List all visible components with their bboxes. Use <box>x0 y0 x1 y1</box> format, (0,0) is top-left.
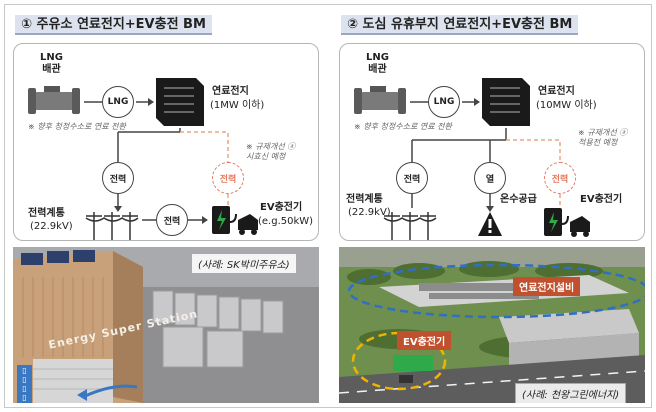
grid-spec: (22.9kV) <box>348 207 391 218</box>
fuelcell-name: 연료전지 <box>538 86 575 97</box>
left-panel-title: ① 주유소 연료전지+EV충전 BM <box>15 15 212 35</box>
fuelcell-icon <box>156 78 204 126</box>
regulation-note: ※ 규제개선 ⓐ 적용전 예정 <box>578 128 628 147</box>
power-circle-2: 전력 <box>212 162 244 194</box>
lng-pipe-icon <box>28 86 80 114</box>
left-panel: ① 주유소 연료전지+EV충전 BM <box>9 11 327 403</box>
lng-pipe-icon <box>354 86 406 114</box>
lng-pipe-label: LNG 배관 <box>40 52 63 75</box>
lng-pipe-label: LNG 배관 <box>366 52 389 75</box>
ev-charger-spec: (e.g.50kW) <box>258 216 314 227</box>
right-photo: 연료전지설비 EV충전기 (사례: 천왕그린에너지) <box>339 247 645 403</box>
hot-water-warning-icon <box>478 212 502 236</box>
ev-charger-tag: EV충전기 <box>397 331 452 350</box>
left-photo-caption: (사례: SK박미주유소) <box>191 253 297 274</box>
left-diagram-box: LNG 배관 LNG 연료전지 (1MW 이하) ※ 향후 청정수소로 연료 전… <box>13 43 319 241</box>
regulation-note: ※ 규제개선 ⓐ 시효신 예정 <box>246 142 296 161</box>
fuelcell-facility-tag: 연료전지설비 <box>513 277 581 296</box>
ev-charger-icon <box>212 206 258 235</box>
hydrogen-note: ※ 향후 청정수소로 연료 전환 <box>28 122 126 131</box>
fuelcell-icon <box>482 78 530 126</box>
right-diagram-lines <box>354 78 590 240</box>
hot-water-supply: 온수공급 <box>500 194 537 205</box>
right-photo-caption: (사례: 천왕그린에너지) <box>515 383 627 403</box>
right-diagram-box: LNG 배관 LNG 연료전지 (10MW 이하) ※ 향후 청정수소로 연료 … <box>339 43 645 241</box>
left-photo: Energy Super Station ▯▯▯▯▯ (사례: SK박미주유소) <box>13 247 319 403</box>
power-circle-2: 전력 <box>544 162 576 194</box>
heat-circle: 열 <box>474 162 506 194</box>
figure-frame: ① 주유소 연료전지+EV충전 BM <box>4 4 652 408</box>
right-panel-title: ② 도심 유휴부지 연료전지+EV충전 BM <box>341 15 579 35</box>
lng-circle: LNG <box>102 86 134 118</box>
ev-charger-icon <box>544 208 590 237</box>
urban-site-illustration <box>339 247 645 403</box>
hydrogen-note: ※ 향후 청정수소로 연료 전환 <box>354 122 452 131</box>
grid-name: 전력계통 <box>346 194 383 205</box>
power-circle-1: 전력 <box>396 162 428 194</box>
fuelcell-spec: (10MW 이하) <box>536 100 597 111</box>
power-grid-icon <box>85 212 139 240</box>
power-circle-3: 전력 <box>156 204 188 236</box>
grid-name: 전력계통 <box>28 208 65 219</box>
fuelcell-name: 연료전지 <box>212 86 249 97</box>
ev-charger-name: EV충전기 <box>260 202 303 213</box>
fuelcell-spec: (1MW 이하) <box>210 100 265 111</box>
left-diagram-lines <box>28 78 258 240</box>
lng-circle: LNG <box>428 86 460 118</box>
station-sign: ▯▯▯▯▯ <box>17 365 32 403</box>
ev-charger-name: EV충전기 <box>580 194 623 205</box>
grid-spec: (22.9kV) <box>30 221 73 232</box>
power-grid-icon <box>383 212 437 240</box>
power-circle-1: 전력 <box>102 162 134 194</box>
right-panel: ② 도심 유휴부지 연료전지+EV충전 BM <box>335 11 653 403</box>
